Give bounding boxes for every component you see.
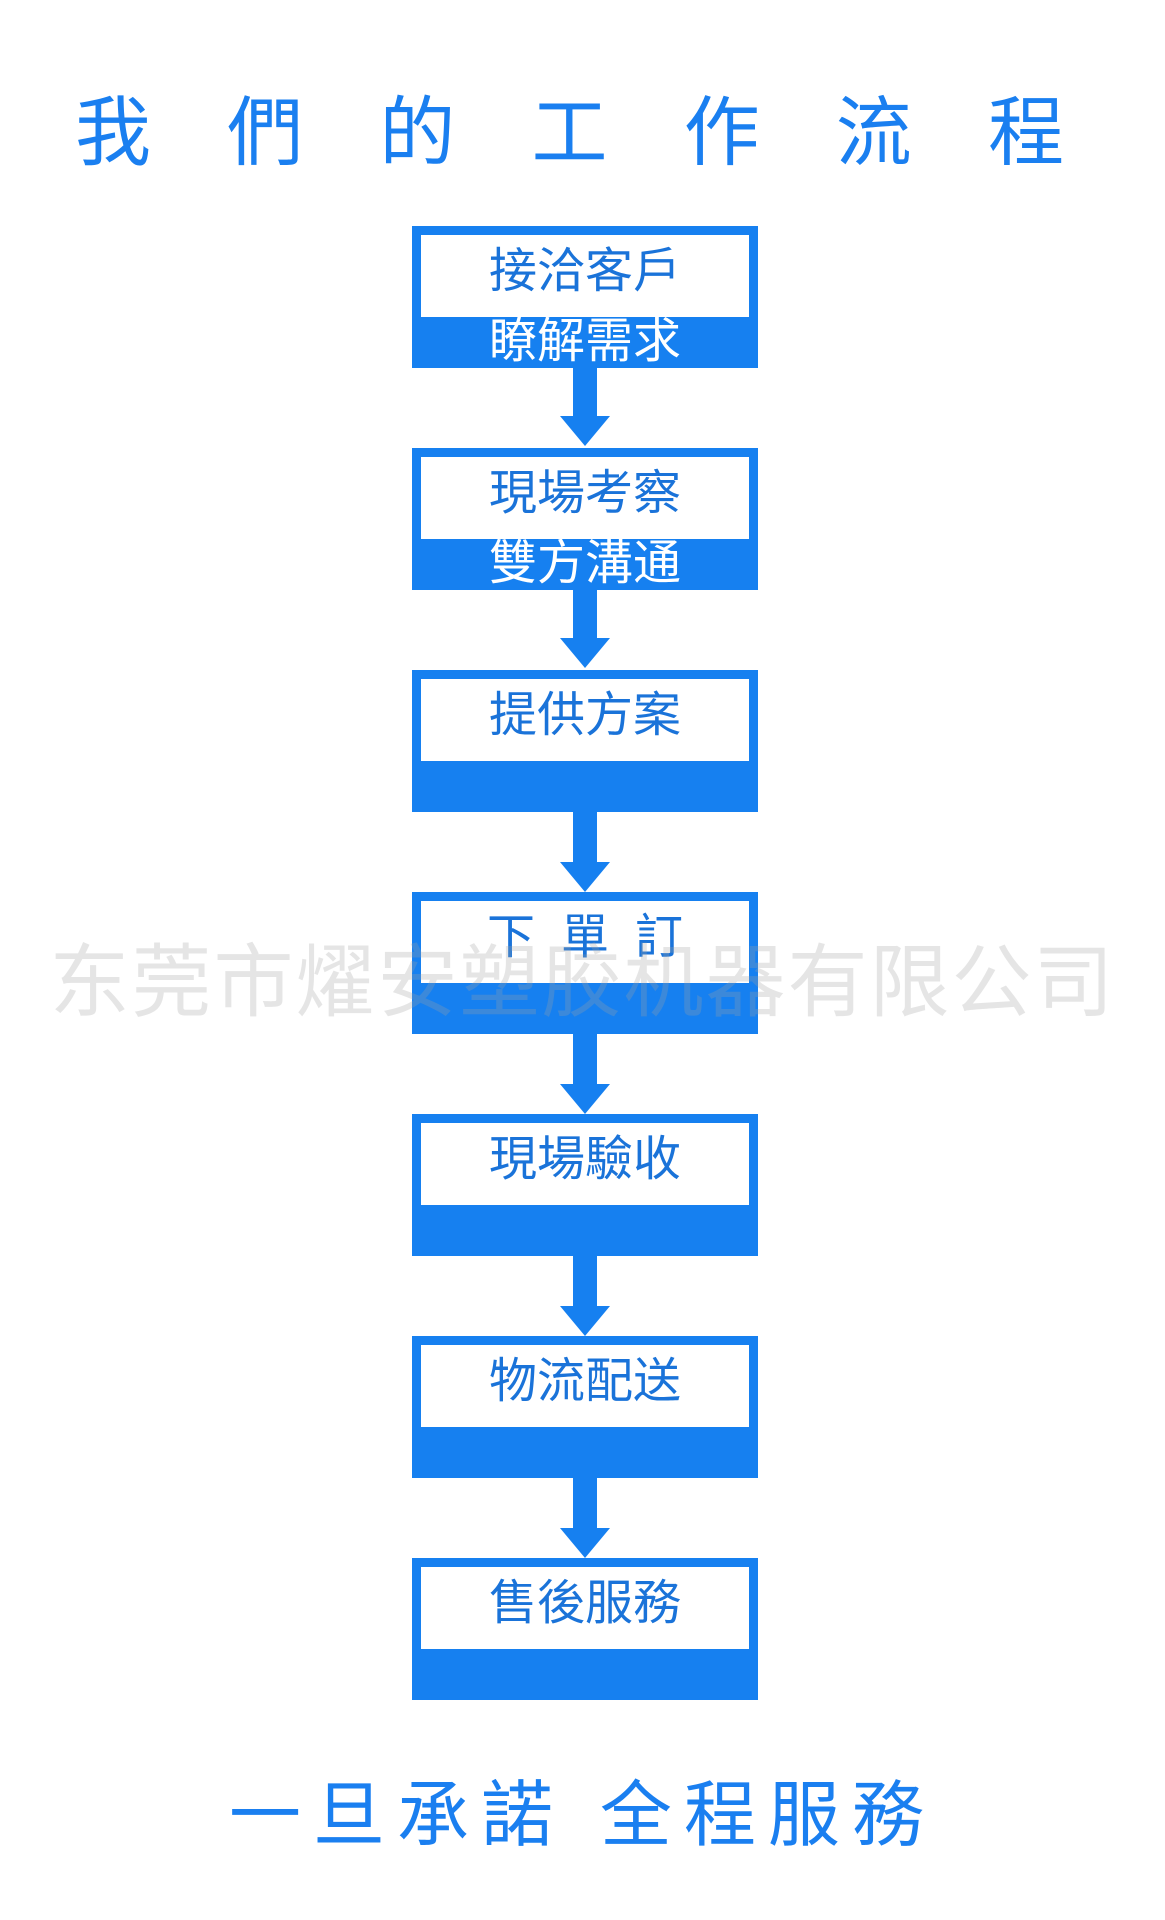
step-box-top-3 bbox=[421, 679, 749, 761]
step-box-top-1 bbox=[421, 235, 749, 317]
step-box-top-2 bbox=[421, 457, 749, 539]
step-label-3: 提供方案 bbox=[488, 687, 681, 743]
arrow-down-icon bbox=[560, 1256, 610, 1336]
arrow-down-icon bbox=[560, 590, 610, 668]
arrow-down-icon bbox=[560, 812, 610, 892]
step-box-2: 現場考察 雙方溝通 bbox=[412, 448, 758, 591]
footer-slogan: 一旦承諾 全程服務 bbox=[229, 1773, 936, 1857]
page-title: 我 們 的 工 作 流 程 bbox=[75, 88, 1090, 177]
step-box-top-7 bbox=[421, 1567, 749, 1649]
arrow-down-icon bbox=[560, 1478, 610, 1558]
step-label-5: 現場驗收 bbox=[488, 1131, 681, 1187]
step-box-5: 現場驗收 bbox=[412, 1114, 758, 1256]
step-label-1: 接洽客戶 bbox=[488, 243, 681, 299]
step-box-1: 接洽客戶 瞭解需求 bbox=[412, 226, 758, 369]
step-box-6: 物流配送 bbox=[412, 1336, 758, 1478]
company-watermark: 东莞市燿安塑胶机器有限公司 bbox=[49, 936, 1116, 1029]
step-box-top-5 bbox=[421, 1123, 749, 1205]
step-box-3: 提供方案 bbox=[412, 670, 758, 812]
step-label-2: 現場考察 bbox=[488, 465, 681, 521]
step-label-4: 下單訂 bbox=[486, 909, 709, 965]
step-sublabel-1: 瞭解需求 bbox=[488, 313, 681, 369]
step-box-4: 下單訂 bbox=[412, 892, 758, 1034]
step-sublabel-2: 雙方溝通 bbox=[488, 535, 681, 591]
step-label-7: 售後服務 bbox=[488, 1575, 681, 1631]
step-box-top-6 bbox=[421, 1345, 749, 1427]
arrow-down-icon bbox=[560, 1034, 610, 1114]
step-box-7: 售後服務 bbox=[412, 1558, 758, 1700]
step-label-6: 物流配送 bbox=[488, 1353, 681, 1409]
arrow-down-icon bbox=[560, 368, 610, 446]
step-box-top-4 bbox=[421, 901, 749, 983]
